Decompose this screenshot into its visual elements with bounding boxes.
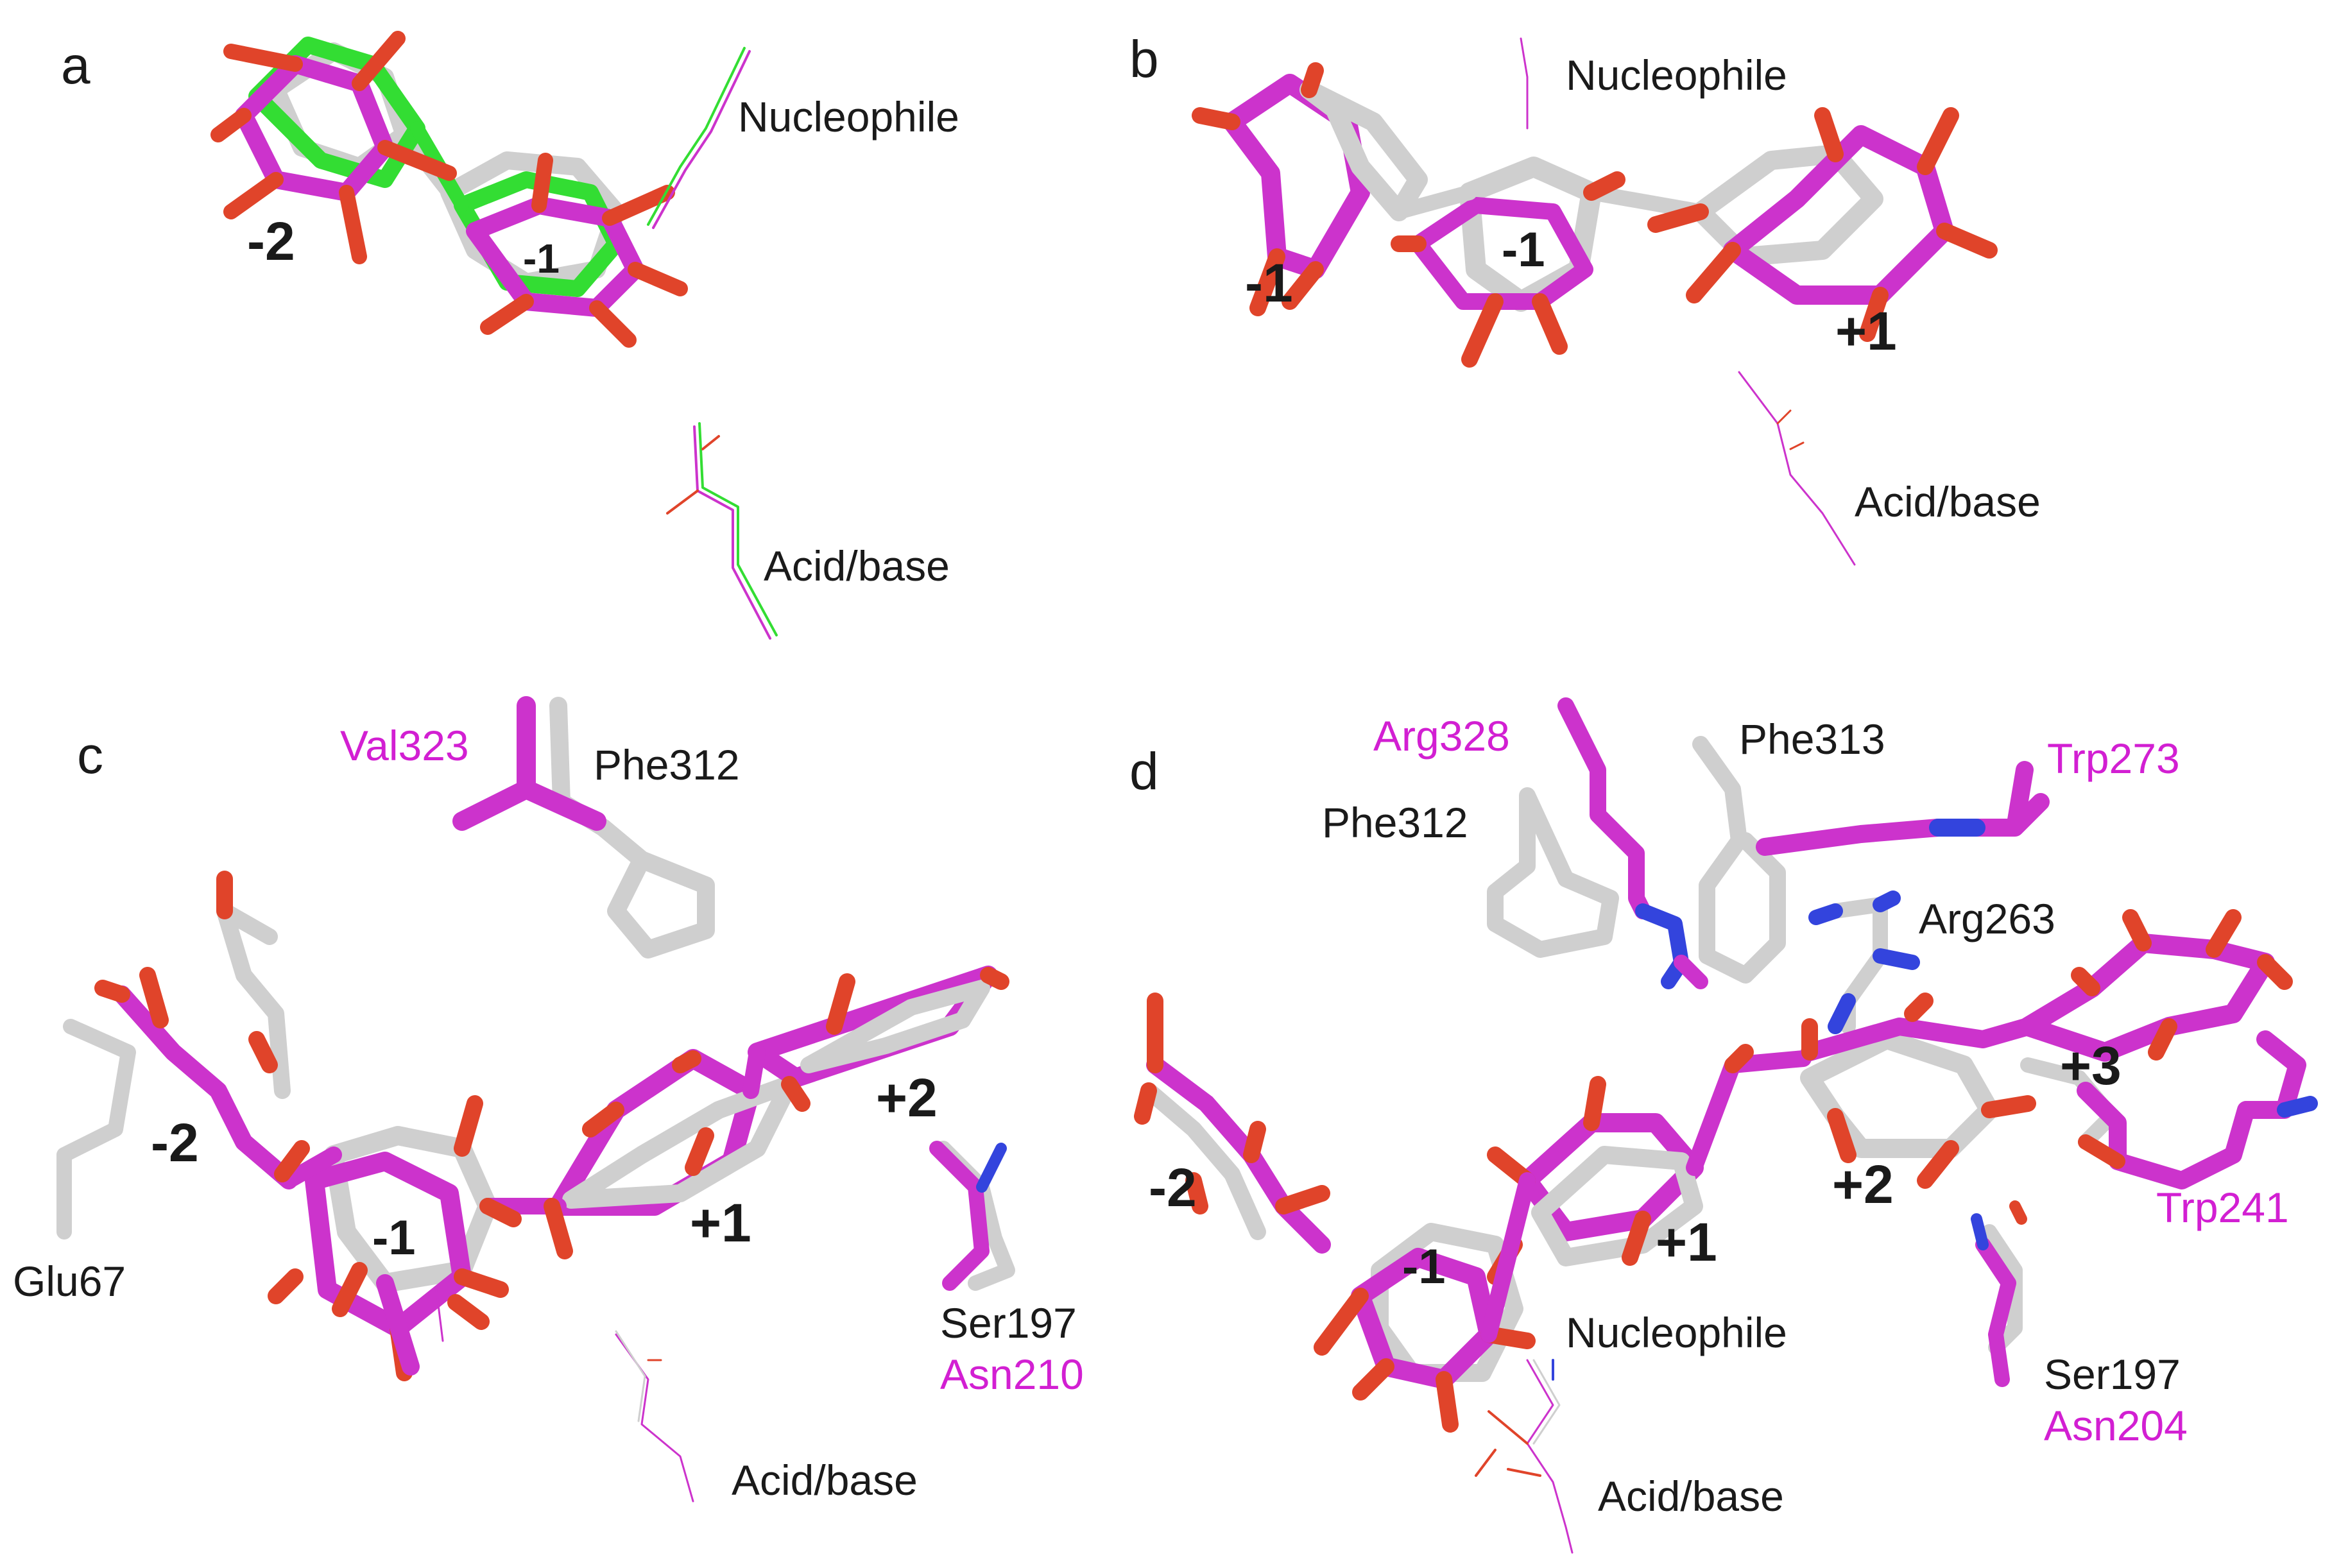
panel-c: c Val323 Phe312	[13, 696, 1084, 1504]
panel-d-acid-base-label: Acid/base	[1598, 1472, 1784, 1520]
panel-c-val323-residue	[452, 696, 715, 959]
panel-d-catalytic-residues	[1475, 1359, 1574, 1554]
panel-b-nucleophile-residue	[1520, 37, 1529, 130]
panel-c-phe312-label: Phe312	[594, 741, 740, 788]
panel-a-subsite-minus2: -2	[247, 211, 295, 271]
panel-c-acid-base-residue	[435, 1288, 694, 1503]
panel-d-ligand-structure	[1134, 909, 2293, 1433]
panel-b-subsite-minus1-left: -1	[1245, 253, 1293, 313]
panel-c-acid-base-label: Acid/base	[732, 1456, 918, 1504]
panel-d-asn204-label: Asn204	[2044, 1402, 2188, 1449]
panel-b: b Nucleophile Acid/	[1129, 30, 2041, 566]
panel-d-subsite-minus2: -2	[1149, 1157, 1197, 1218]
panel-c-asn210-label: Asn210	[940, 1351, 1084, 1398]
panel-b-letter: b	[1129, 30, 1159, 89]
panel-a: a Nucleophile Acid/	[61, 31, 959, 640]
panel-c-letter: c	[77, 726, 103, 785]
panel-d-trp273-label: Trp273	[2047, 735, 2180, 782]
panel-d-nucleophile-label: Nucleophile	[1566, 1309, 1787, 1356]
panel-d-subsite-plus3: +3	[2060, 1035, 2122, 1096]
panel-b-ligand-structure	[1192, 62, 1998, 368]
panel-d-subsite-plus2: +2	[1832, 1154, 1894, 1214]
panel-a-nucleophile-label: Nucleophile	[738, 93, 959, 141]
panel-d-phe312-label: Phe312	[1322, 799, 1468, 846]
panel-a-subsite-minus1: -1	[523, 235, 560, 282]
panel-d-arg263-label: Arg263	[1919, 895, 2055, 942]
panel-d-letter: d	[1129, 742, 1159, 801]
panel-c-subsite-minus1: -1	[372, 1211, 416, 1265]
panel-c-glu67-label: Glu67	[13, 1257, 126, 1305]
panel-d: d Arg328 Phe313 Trp273 Phe312 Arg263	[1129, 697, 2318, 1554]
panel-d-ser197-label: Ser197	[2044, 1351, 2181, 1398]
panel-c-subsite-plus1: +1	[690, 1193, 751, 1253]
panel-c-ser197-label: Ser197	[940, 1299, 1077, 1347]
panel-a-letter: a	[61, 37, 90, 95]
panel-b-acid-base-residue	[1738, 371, 1856, 566]
panel-d-subsite-minus1: -1	[1402, 1240, 1446, 1294]
panel-a-acid-base-label: Acid/base	[764, 542, 950, 590]
panel-d-trp241-label: Trp241	[2156, 1184, 2289, 1231]
panel-d-ser197-residue	[1971, 1200, 2027, 1387]
panel-d-phe313-label: Phe313	[1739, 715, 1885, 763]
panel-b-nucleophile-label: Nucleophile	[1566, 51, 1787, 99]
panel-c-subsite-minus2: -2	[151, 1112, 199, 1173]
panel-a-nucleophile-residue	[647, 47, 751, 229]
panel-d-subsite-plus1: +1	[1656, 1212, 1717, 1272]
panel-c-subsite-plus2: +2	[876, 1068, 938, 1128]
panel-d-trp241-residue	[2077, 1030, 2318, 1189]
panel-d-residues-top	[1487, 697, 2050, 1034]
panel-b-subsite-plus1: +1	[1835, 301, 1897, 361]
panel-b-subsite-minus1-middle: -1	[1502, 223, 1545, 277]
panel-a-acid-base-residue	[666, 422, 778, 640]
panel-a-ligand-structure	[210, 31, 688, 348]
panel-c-ser197-residue	[929, 1141, 1015, 1291]
panel-b-acid-base-label: Acid/base	[1855, 478, 2041, 525]
panel-c-val323-label: Val323	[340, 722, 469, 769]
panel-c-ligand-structure	[56, 871, 1009, 1381]
panel-d-arg328-label: Arg328	[1373, 712, 1510, 760]
